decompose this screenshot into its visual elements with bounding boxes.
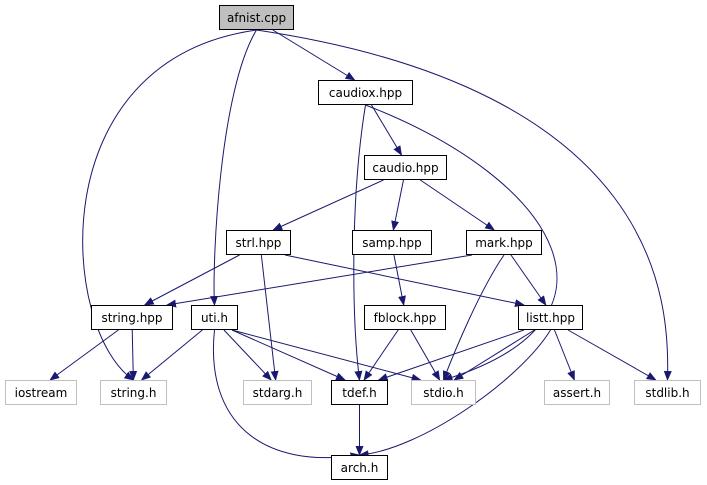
edge-caudiox-hpp-to-tdef-h — [353, 104, 366, 381]
edge-listt-hpp-to-tdef-h — [377, 329, 525, 381]
node-mark-hpp[interactable]: mark.hpp — [466, 230, 542, 255]
node-caudiox-hpp[interactable]: caudiox.hpp — [318, 80, 413, 105]
node-fblock-hpp[interactable]: fblock.hpp — [364, 305, 446, 330]
edge-samp-hpp-to-fblock-hpp — [393, 254, 406, 306]
node-strl-hpp[interactable]: strl.hpp — [226, 230, 291, 255]
edge-afnist-cpp-to-stdlib-h — [256, 29, 672, 381]
edge-afnist-cpp-to-caudiox-hpp — [272, 29, 356, 81]
node-stdio-h: stdio.h — [411, 380, 476, 405]
edge-string-hpp-to-string-h — [129, 329, 138, 381]
node-arch-h[interactable]: arch.h — [331, 455, 388, 480]
edge-uti-h-to-arch-h — [212, 329, 361, 461]
edge-fblock-hpp-to-stdio-h — [410, 329, 441, 381]
edge-fblock-hpp-to-tdef-h — [363, 329, 399, 381]
node-iostream: iostream — [5, 380, 77, 405]
edge-caudiox-hpp-to-caudio-hpp — [371, 104, 403, 156]
edge-string-hpp-to-iostream — [49, 329, 119, 381]
edge-mark-hpp-to-string-hpp — [166, 254, 473, 308]
node-stdlib-h: stdlib.h — [634, 380, 701, 405]
edge-listt-hpp-to-stdlib-h — [567, 329, 657, 381]
edge-uti-h-to-tdef-h — [231, 329, 346, 381]
node-caudio-hpp[interactable]: caudio.hpp — [364, 155, 447, 180]
node-listt-hpp[interactable]: listt.hpp — [518, 305, 583, 330]
edge-caudio-hpp-to-strl-hpp — [272, 179, 384, 231]
edge-caudiox-hpp-to-stdio-h — [365, 104, 558, 382]
node-samp-hpp[interactable]: samp.hpp — [352, 230, 432, 255]
edge-listt-hpp-to-arch-h — [358, 329, 551, 459]
node-string-h: string.h — [100, 380, 167, 405]
node-assert-h: assert.h — [544, 380, 610, 405]
edge-uti-h-to-stdio-h — [231, 329, 422, 382]
edge-listt-hpp-to-stdio-h — [453, 329, 535, 381]
node-uti-h[interactable]: uti.h — [191, 305, 238, 330]
edge-strl-hpp-to-stdarg-h — [260, 254, 279, 381]
edge-mark-hpp-to-listt-hpp — [510, 254, 547, 306]
edge-caudio-hpp-to-samp-hpp — [391, 179, 404, 231]
edge-uti-h-to-string-h — [140, 329, 203, 381]
node-string-hpp[interactable]: string.hpp — [91, 305, 173, 330]
edge-listt-hpp-to-assert-h — [554, 329, 575, 381]
edge-afnist-cpp-to-uti-h — [210, 29, 257, 306]
edge-strl-hpp-to-string-hpp — [143, 254, 240, 306]
edge-uti-h-to-stdarg-h — [223, 329, 272, 381]
edge-afnist-cpp-to-string-h — [82, 29, 257, 381]
node-afnist-cpp[interactable]: afnist.cpp — [219, 5, 294, 30]
node-stdarg-h: stdarg.h — [243, 380, 312, 405]
node-tdef-h[interactable]: tdef.h — [331, 380, 388, 405]
edge-caudio-hpp-to-mark-hpp — [419, 179, 495, 231]
edge-mark-hpp-to-stdio-h — [442, 254, 505, 381]
edge-strl-hpp-to-listt-hpp — [284, 254, 525, 308]
